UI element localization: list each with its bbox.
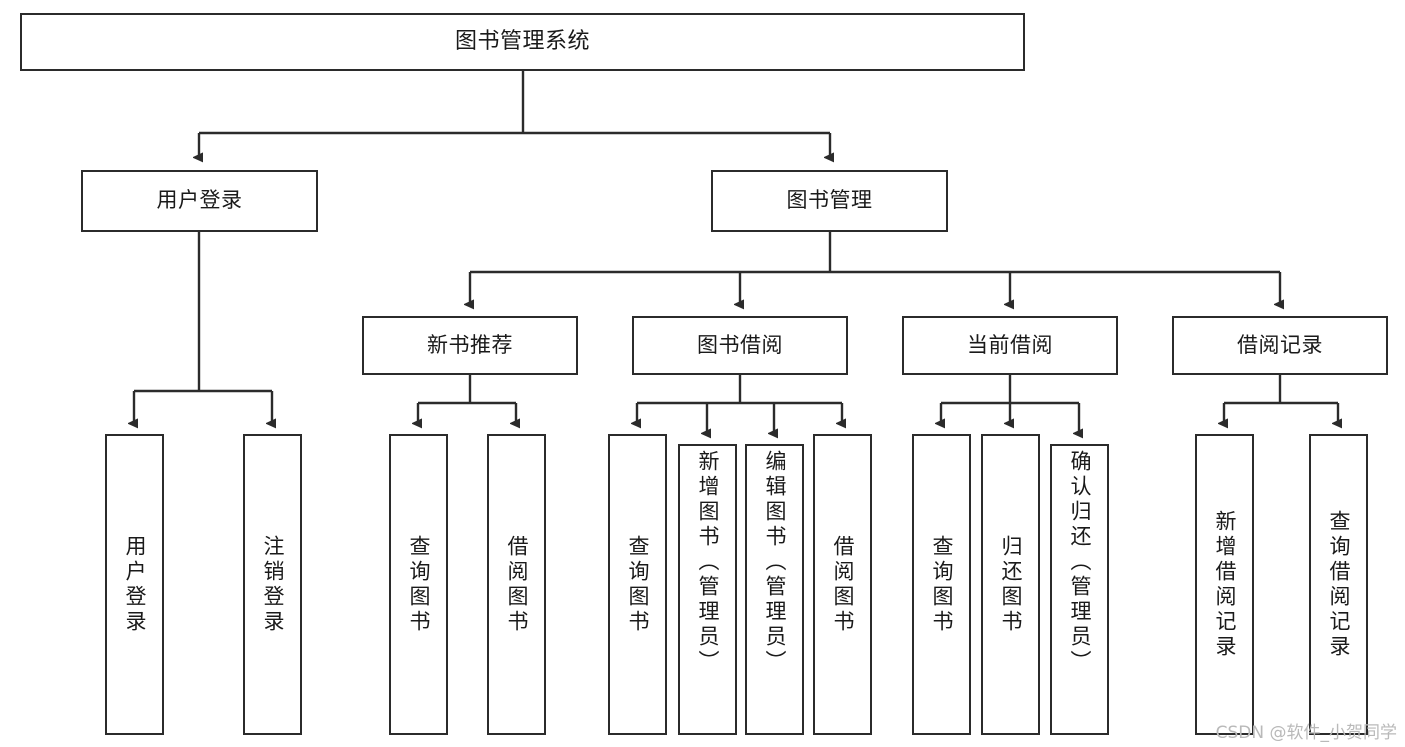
node-label: 新书推荐 (427, 332, 513, 357)
node-label: 编辑图书（管理员） (763, 450, 787, 675)
node-label: 注销登录 (261, 534, 285, 635)
node-label: 归还图书 (999, 534, 1023, 635)
node-label: 用户登录 (123, 534, 147, 635)
node-label: 新增图书（管理员） (696, 450, 720, 675)
node-label: 当前借阅 (967, 332, 1053, 357)
leaf-new-book-query-book[interactable]: 查询图书 (389, 434, 448, 735)
leaf-user-login-logout[interactable]: 注销登录 (243, 434, 302, 735)
leaf-current-borrow-return-book[interactable]: 归还图书 (981, 434, 1040, 735)
node-label: 借阅记录 (1237, 332, 1323, 357)
node-label: 新增借阅记录 (1213, 509, 1237, 660)
leaf-book-borrow-query-book[interactable]: 查询图书 (608, 434, 667, 735)
leaf-borrow-record-add-record[interactable]: 新增借阅记录 (1195, 434, 1254, 735)
node-new-book-recommend[interactable]: 新书推荐 (362, 316, 578, 375)
node-label: 查询借阅记录 (1327, 509, 1351, 660)
node-label: 确认归还（管理员） (1068, 450, 1092, 675)
node-label: 用户登录 (156, 188, 243, 213)
node-label: 借阅图书 (505, 534, 529, 635)
csdn-watermark: CSDN @软件_小贺同学 (1215, 723, 1397, 743)
node-user-login[interactable]: 用户登录 (81, 170, 318, 232)
leaf-current-borrow-confirm-return-admin[interactable]: 确认归还（管理员） (1050, 444, 1109, 735)
node-label: 查询图书 (626, 534, 650, 635)
node-label: 查询图书 (930, 534, 954, 635)
node-label: 图书管理系统 (454, 28, 590, 54)
leaf-new-book-borrow-book[interactable]: 借阅图书 (487, 434, 546, 735)
leaf-book-borrow-add-book-admin[interactable]: 新增图书（管理员） (678, 444, 737, 735)
node-borrow-record[interactable]: 借阅记录 (1172, 316, 1388, 375)
leaf-book-borrow-borrow-book[interactable]: 借阅图书 (813, 434, 872, 735)
node-label: 查询图书 (407, 534, 431, 635)
node-current-borrow[interactable]: 当前借阅 (902, 316, 1118, 375)
node-book-management[interactable]: 图书管理 (711, 170, 948, 232)
node-label: 借阅图书 (831, 534, 855, 635)
node-label: 图书借阅 (697, 332, 783, 357)
node-label: 图书管理 (786, 188, 873, 213)
leaf-borrow-record-query-record[interactable]: 查询借阅记录 (1309, 434, 1368, 735)
leaf-book-borrow-edit-book-admin[interactable]: 编辑图书（管理员） (745, 444, 804, 735)
leaf-user-login-login[interactable]: 用户登录 (105, 434, 164, 735)
leaf-current-borrow-query-book[interactable]: 查询图书 (912, 434, 971, 735)
node-book-borrow[interactable]: 图书借阅 (632, 316, 848, 375)
node-root-book-management-system[interactable]: 图书管理系统 (20, 13, 1025, 71)
